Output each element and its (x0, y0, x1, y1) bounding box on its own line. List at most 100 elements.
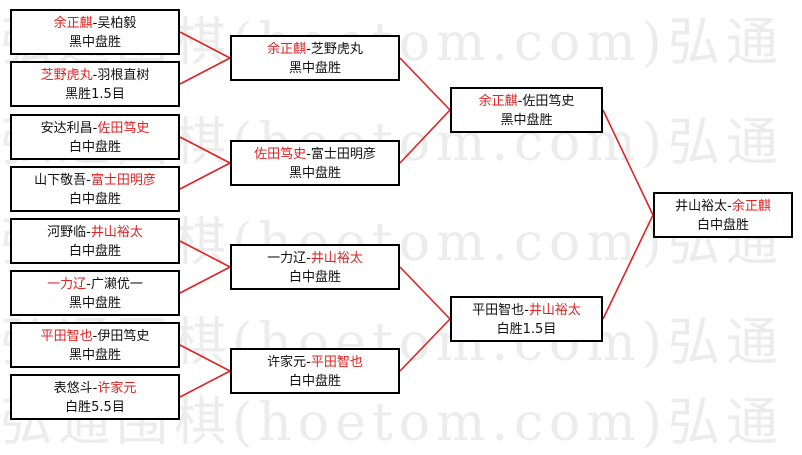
player-name: 平田智也 (310, 355, 363, 370)
vs-separator: - (306, 355, 311, 370)
player-name: 芝野虎丸 (310, 42, 363, 57)
player-name: 余正麒 (731, 199, 771, 214)
bracket-connector (179, 240, 231, 268)
bracket-lines (179, 31, 654, 398)
match-box: 表悠斗-许家元白胜5.5目 (10, 374, 180, 420)
match-result: 白中盘胜 (68, 244, 121, 259)
match-result: 黑中盘胜 (68, 348, 121, 363)
match-players: 河野临-井山裕太 (12, 223, 178, 242)
bracket-connector (179, 31, 231, 59)
match-box: 芝野虎丸-羽根直树黑胜1.5目 (10, 61, 180, 107)
match-players: 一力辽-广濑优一 (12, 275, 178, 294)
vs-separator: - (92, 16, 98, 31)
player-name: 富士田明彦 (90, 173, 156, 188)
vs-separator: - (306, 147, 311, 162)
player-name: 余正麒 (478, 94, 518, 109)
vs-separator: - (524, 303, 529, 318)
match-result: 黑中盘胜 (288, 166, 341, 181)
match-result: 白中盘胜 (288, 374, 341, 389)
player-name: 吴柏毅 (97, 16, 137, 31)
match-box: 河野临-井山裕太白中盘胜 (10, 218, 180, 264)
vs-separator: - (306, 251, 311, 266)
player-name: 井山裕太 (528, 303, 581, 318)
player-name: 平田智也 (40, 329, 93, 344)
match-players: 许家元-平田智也 (232, 353, 398, 372)
player-name: 河野临 (47, 225, 87, 240)
bracket-connector (179, 266, 231, 294)
player-name: 佐田笃史 (522, 94, 575, 109)
match-players: 平田智也-伊田笃史 (12, 327, 178, 346)
match-result: 黑中盘胜 (288, 61, 341, 76)
match-players: 井山裕太-余正麒 (655, 197, 791, 216)
vs-separator: - (92, 68, 98, 83)
player-name: 佐田笃史 (97, 121, 150, 136)
match-result: 白中盘胜 (68, 140, 121, 155)
player-name: 一力辽 (47, 277, 87, 292)
match-box: 井山裕太-余正麒白中盘胜 (653, 192, 793, 238)
player-name: 广濑优一 (90, 277, 143, 292)
bracket-connector (399, 318, 451, 372)
match-box: 平田智也-井山裕太白胜1.5目 (450, 296, 603, 342)
match-result: 白中盘胜 (696, 218, 749, 233)
match-box: 平田智也-伊田笃史黑中盘胜 (10, 322, 180, 368)
player-name: 表悠斗 (53, 381, 93, 396)
match-players: 芝野虎丸-羽根直树 (12, 66, 178, 85)
match-result: 黑中盘胜 (500, 113, 553, 128)
player-name: 井山裕太 (310, 251, 363, 266)
match-players: 平田智也-井山裕太 (452, 301, 601, 320)
match-box: 余正麒-吴柏毅黑中盘胜 (10, 9, 180, 55)
player-name: 许家元 (97, 381, 137, 396)
match-result: 白胜5.5目 (65, 400, 125, 415)
match-players: 余正麒-吴柏毅 (12, 14, 178, 33)
match-players: 余正麒-芝野虎丸 (232, 40, 398, 59)
vs-separator: - (92, 381, 98, 396)
match-result: 白胜1.5目 (496, 322, 557, 337)
player-name: 伊田笃史 (97, 329, 150, 344)
player-name: 羽根直树 (97, 68, 150, 83)
player-name: 许家元 (267, 355, 307, 370)
match-box: 安达利昌-佐田笃史白中盘胜 (10, 114, 180, 160)
match-box: 山下敬吾-富士田明彦白中盘胜 (10, 166, 180, 212)
match-result: 白中盘胜 (288, 270, 341, 285)
match-players: 佐田笃史-富士田明彦 (232, 145, 398, 164)
bracket-connector (399, 57, 451, 111)
match-result: 黑胜1.5目 (65, 87, 125, 102)
vs-separator: - (86, 225, 91, 240)
bracket-connector (179, 162, 231, 190)
match-players: 余正麒-佐田笃史 (452, 92, 601, 111)
vs-separator: - (306, 42, 311, 57)
match-result: 白中盘胜 (68, 192, 121, 207)
bracket-connector (602, 214, 654, 320)
vs-separator: - (92, 121, 98, 136)
vs-separator: - (92, 329, 98, 344)
bracket-connector (179, 370, 231, 398)
player-name: 井山裕太 (90, 225, 143, 240)
bracket-connector (179, 136, 231, 164)
player-name: 余正麒 (267, 42, 307, 57)
match-players: 山下敬吾-富士田明彦 (12, 171, 178, 190)
bracket-connector (399, 266, 451, 320)
vs-separator: - (727, 199, 732, 214)
bracket-connector (602, 109, 654, 216)
match-box: 余正麒-佐田笃史黑中盘胜 (450, 87, 603, 133)
player-name: 一力辽 (267, 251, 307, 266)
vs-separator: - (517, 94, 523, 109)
bracket-connector (399, 109, 451, 164)
match-box: 一力辽-井山裕太白中盘胜 (230, 244, 400, 290)
player-name: 余正麒 (53, 16, 93, 31)
player-name: 芝野虎丸 (40, 68, 93, 83)
player-name: 平田智也 (472, 303, 525, 318)
player-name: 井山裕太 (675, 199, 728, 214)
player-name: 佐田笃史 (254, 147, 307, 162)
match-players: 一力辽-井山裕太 (232, 249, 398, 268)
bracket-connector (179, 344, 231, 372)
bracket-connector (179, 57, 231, 85)
match-box: 一力辽-广濑优一黑中盘胜 (10, 270, 180, 316)
match-box: 佐田笃史-富士田明彦黑中盘胜 (230, 140, 400, 186)
match-result: 黑中盘胜 (68, 35, 121, 50)
match-players: 表悠斗-许家元 (12, 379, 178, 398)
match-result: 黑中盘胜 (68, 296, 121, 311)
match-box: 许家元-平田智也白中盘胜 (230, 348, 400, 394)
match-players: 安达利昌-佐田笃史 (12, 119, 178, 138)
player-name: 富士田明彦 (310, 147, 376, 162)
